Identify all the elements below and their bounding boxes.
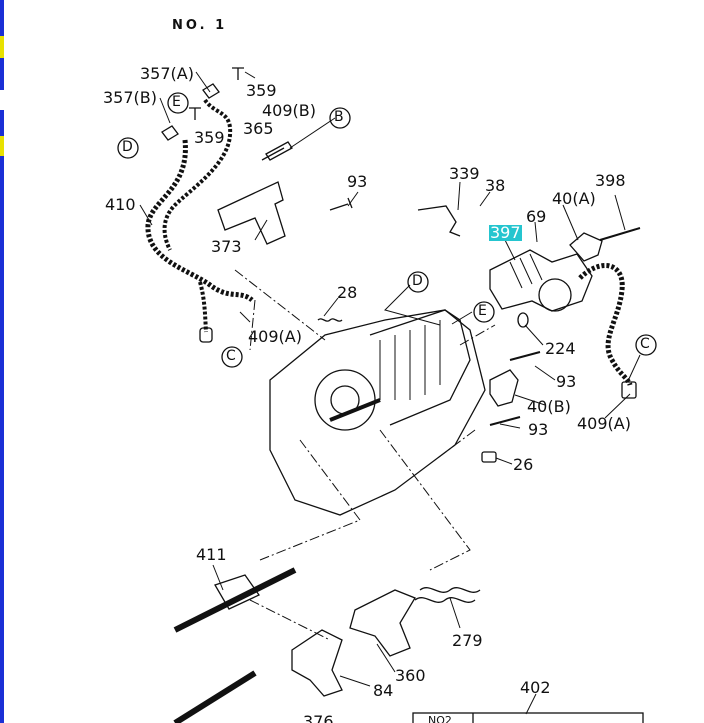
callout-letter: B: [334, 109, 344, 125]
case-fins: [379, 320, 441, 400]
connector-409a: [621, 381, 637, 399]
bolt-93: [329, 197, 353, 211]
callout-letter: E: [172, 94, 181, 110]
part-label: 365: [243, 119, 274, 138]
bracket-40a: [569, 232, 603, 262]
part-label: 411: [196, 545, 227, 564]
callout-letter: E: [478, 303, 487, 319]
left-edge-bar: [0, 110, 4, 136]
case-ribs: [369, 309, 471, 426]
spring-279: [414, 587, 481, 603]
harness-410: [145, 139, 254, 303]
callout-letter: D: [412, 273, 423, 289]
part-label: 279: [452, 631, 483, 650]
callout-letter: C: [226, 348, 236, 364]
case-bore: [314, 369, 376, 431]
part-label: 409(A): [248, 327, 302, 346]
part-label: 359: [194, 128, 225, 147]
highlighted-part-label[interactable]: 397: [489, 223, 522, 242]
shift-rod-411: [173, 567, 297, 633]
actuator-397: [489, 249, 593, 312]
spring-28: [317, 318, 343, 322]
part-label: 224: [545, 339, 576, 358]
part-label: 373: [211, 237, 242, 256]
connector-plug: [199, 327, 213, 343]
bracket-339: [417, 205, 461, 237]
callout-letter: D: [122, 139, 133, 155]
connector-357: [161, 83, 220, 141]
bolts-93: [489, 351, 541, 426]
parts-table-header: NO2: [428, 714, 452, 723]
left-edge-marker: [0, 36, 4, 58]
callout-letter: C: [640, 336, 650, 352]
reference-lines: [234, 269, 496, 641]
part-label: 93: [528, 420, 549, 439]
callout-circle-c: [635, 334, 657, 356]
bolt-398: [599, 227, 641, 241]
callout-circle-e: [167, 92, 189, 114]
callout-circle-b: [329, 107, 351, 129]
harness-410-branch: [162, 98, 233, 251]
parts-table-frame: [412, 712, 644, 723]
part-label: 357(A): [140, 64, 194, 83]
part-label: 410: [105, 195, 136, 214]
bracket-373: [217, 181, 286, 245]
left-edge-bar: [0, 0, 4, 36]
shift-lever-411: [214, 574, 260, 610]
transmission-case: [269, 309, 486, 516]
callout-circle-e: [473, 301, 495, 323]
actuator-fins: [509, 253, 543, 289]
part-label: 93: [347, 172, 368, 191]
part-label: 28: [337, 283, 358, 302]
left-edge-bar: [0, 58, 4, 90]
part-label: 409(A): [577, 414, 631, 433]
harness-410-tail: [198, 281, 208, 333]
input-shaft: [329, 398, 381, 422]
part-label: 409(B): [262, 101, 316, 120]
left-edge-marker: [0, 136, 4, 156]
bolt-359: [189, 67, 244, 120]
page-title: NO. 1: [172, 18, 228, 33]
part-label: 339: [449, 164, 480, 183]
part-label: 376: [303, 712, 334, 723]
part-label: 84: [373, 681, 394, 700]
bracket-40b: [489, 369, 519, 407]
part-label: 357(B): [103, 88, 157, 107]
part-label: 40(A): [552, 189, 596, 208]
part-label: 40(B): [527, 397, 571, 416]
part-label: 398: [595, 171, 626, 190]
washer-224: [517, 312, 529, 328]
callout-circle-d: [117, 137, 139, 159]
part-label: 26: [513, 455, 534, 474]
part-label: 69: [526, 207, 547, 226]
left-edge-bar: [0, 156, 4, 723]
shift-fork-84: [291, 629, 343, 697]
leader-lines: [139, 71, 641, 715]
callout-circle-d: [407, 271, 429, 293]
part-label: 38: [485, 176, 506, 195]
part-label: 359: [246, 81, 277, 100]
shift-fork-360: [349, 589, 416, 657]
sensor-365: [261, 141, 293, 161]
part-label: 402: [520, 678, 551, 697]
part-label: 93: [556, 372, 577, 391]
harness-right: [578, 263, 633, 386]
plug-26: [481, 451, 497, 463]
actuator-housing: [538, 278, 572, 312]
part-label: 360: [395, 666, 426, 685]
shift-rail: [173, 670, 257, 723]
callout-circle-c: [221, 346, 243, 368]
